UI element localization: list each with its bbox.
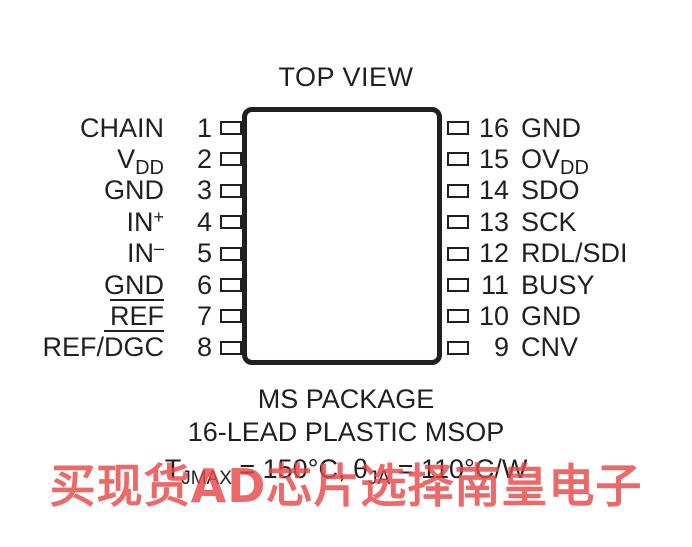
pin-lead-6	[220, 278, 242, 292]
thermal-spec: TJMAX = 150°C, θJA = 110°C/W	[0, 454, 692, 488]
pin-label-13: SCK	[521, 206, 577, 237]
pin-number-6: 6	[196, 269, 212, 300]
pin-name-8: REF/DGC	[42, 332, 164, 363]
pin-name-7: REF	[110, 301, 164, 332]
pin-name-9: CNV	[521, 332, 578, 363]
pin-row-2: VDD 2	[117, 143, 242, 178]
pin-number-3: 3	[196, 175, 212, 206]
package-name: MS PACKAGE	[257, 384, 435, 414]
pin-name-15: OVDD	[521, 143, 589, 178]
pin-number-11: 11	[480, 269, 509, 300]
pin-lead-2	[220, 152, 242, 167]
pin-row-15: 15 OVDD	[447, 143, 589, 178]
pin-number-7: 7	[196, 300, 212, 331]
pin-row-6: GND 6	[104, 270, 242, 300]
pin-lead-16	[447, 121, 469, 135]
pin-name-2: VDD	[117, 143, 164, 178]
pin-number-10: 10	[478, 300, 509, 331]
pin-label-4: IN	[126, 206, 154, 237]
pin-lead-9	[447, 340, 469, 355]
pin-name-4: IN+	[126, 207, 164, 238]
pin-label-7: REF	[110, 300, 164, 331]
pin-lead-14	[447, 183, 469, 198]
pin-number-2: 2	[196, 143, 212, 174]
pin-label-9: CNV	[521, 332, 579, 363]
pin-name-6: GND	[104, 270, 164, 301]
pin-label-11: BUSY	[521, 269, 595, 300]
pin-number-9: 9	[493, 332, 509, 363]
pin-name-12: RDL/SDI	[521, 238, 628, 269]
pin-row-11: 11 BUSY	[447, 270, 595, 300]
thermal-spec-mid: = 150°C, θ	[231, 454, 369, 484]
pin-label-14: SDO	[521, 175, 580, 206]
pin-label-12: RDL/SDI	[521, 238, 628, 269]
pin-lead-7	[220, 309, 242, 324]
pin-label-2: V	[117, 143, 136, 174]
pin-row-1: CHAIN 1	[80, 113, 242, 143]
thermal-spec-t-sub: JMAX	[181, 468, 232, 489]
pin-label-8: REF/	[42, 332, 104, 363]
pin-lead-4	[220, 215, 242, 230]
pin-number-5: 5	[196, 238, 212, 269]
pin-row-5: IN– 5	[127, 238, 242, 269]
pin-number-16: 16	[478, 112, 509, 143]
pin-lead-11	[447, 278, 469, 292]
pin-lead-15	[447, 152, 469, 167]
pin-name-10: GND	[521, 301, 581, 332]
pin-name-1: CHAIN	[80, 113, 164, 144]
pin-label-6: GND	[104, 269, 164, 300]
thermal-spec-theta-sub: JA	[368, 468, 391, 489]
pin-row-13: 13 SCK	[447, 207, 577, 237]
pin-label-16: GND	[521, 112, 581, 143]
pin-row-4: IN+4	[126, 207, 242, 237]
pin-name-13: SCK	[521, 207, 577, 238]
pin-row-8: REF/DGC 8	[42, 332, 242, 363]
pin-label-5: IN	[126, 238, 154, 269]
pin-name-11: BUSY	[521, 270, 595, 301]
pin-label-1: CHAIN	[79, 112, 164, 143]
thermal-spec-end: = 110°C/W	[390, 454, 528, 484]
pin-lead-8	[220, 340, 242, 355]
pin-lead-12	[447, 246, 469, 261]
pin-row-3: GND 3	[104, 175, 242, 206]
pin-label-sup-4: +	[153, 206, 164, 227]
pin-name-3: GND	[104, 175, 164, 206]
pin-label-sub-2: DD	[135, 156, 164, 179]
pin-row-12: 12 RDL/SDI	[447, 238, 628, 269]
pin-number-15: 15	[478, 143, 509, 174]
watermark-text: 买现货AD芯片选择南皇电子	[49, 459, 643, 513]
pin-label-15: OV	[521, 143, 561, 174]
pin-lead-10	[447, 309, 469, 324]
pin-number-4: 4	[196, 206, 212, 237]
pin-row-10: 10 GND	[447, 301, 581, 331]
pin-number-1: 1	[196, 112, 212, 143]
pin-lead-3	[220, 183, 242, 198]
pin-label-sub-15: DD	[560, 156, 589, 179]
pin-number-14: 14	[478, 175, 509, 206]
pin-label-3: GND	[104, 175, 164, 206]
pin-label-10: GND	[521, 300, 581, 331]
package-description: 16-LEAD PLASTIC MSOP	[187, 417, 505, 447]
diagram-title: TOP VIEW	[278, 62, 414, 92]
ic-package-body	[242, 107, 442, 365]
pin-label-sup-5: –	[153, 238, 164, 259]
pin-name-14: SDO	[521, 175, 580, 206]
pin-number-8: 8	[196, 332, 212, 363]
pin-name-16: GND	[521, 113, 581, 144]
pin-row-14: 14 SDO	[447, 175, 580, 206]
pin-lead-5	[220, 246, 242, 261]
pin-row-7: REF 7	[110, 301, 242, 331]
pin-lead-1	[220, 121, 242, 135]
pin-label-overline-8: DGC	[104, 332, 164, 363]
pin-number-12: 12	[478, 238, 509, 269]
thermal-spec-t: T	[164, 454, 182, 484]
pin-row-16: 16 GND	[447, 113, 581, 143]
pin-number-13: 13	[478, 206, 509, 237]
pin-lead-13	[447, 215, 469, 230]
pin-row-9: 9 CNV	[447, 332, 578, 363]
pin-name-5: IN–	[127, 238, 164, 269]
